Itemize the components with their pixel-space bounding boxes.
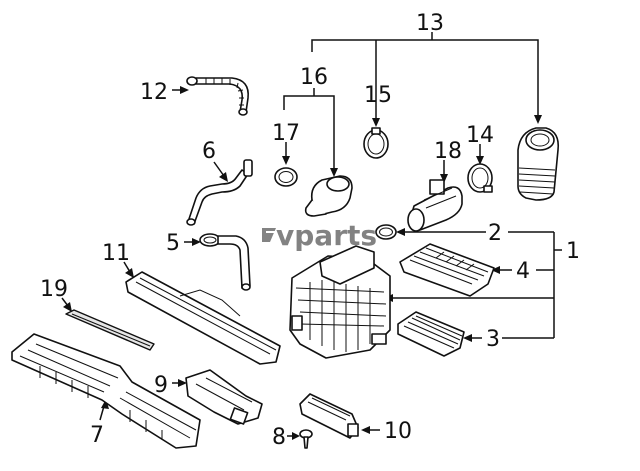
callout-4: 4 bbox=[516, 259, 530, 284]
leader-14 bbox=[476, 144, 484, 165]
part-19-seal-strip[interactable] bbox=[65, 309, 155, 351]
leader-11 bbox=[123, 261, 134, 278]
part-15-hose-clamp[interactable] bbox=[363, 127, 389, 159]
callout-5: 5 bbox=[166, 231, 180, 256]
part-10-intake-snorkel[interactable] bbox=[299, 393, 359, 439]
part-4-air-filter-top[interactable] bbox=[399, 243, 495, 297]
callout-15: 15 bbox=[364, 83, 392, 108]
callout-10: 10 bbox=[384, 419, 412, 444]
vparts-logo-icon bbox=[262, 228, 282, 247]
leader-2 bbox=[396, 228, 486, 236]
callout-12: 12 bbox=[140, 80, 168, 105]
leader-8 bbox=[287, 432, 300, 440]
leader-9 bbox=[172, 379, 187, 387]
part-3-air-filter-bottom[interactable] bbox=[397, 311, 465, 357]
leader-12 bbox=[172, 86, 189, 94]
callout-16: 16 bbox=[300, 65, 328, 90]
callout-14: 14 bbox=[466, 123, 494, 148]
callout-1: 1 bbox=[566, 239, 580, 264]
part-9-mounting-bracket[interactable] bbox=[185, 369, 263, 425]
part-12-breather-hose[interactable] bbox=[186, 76, 249, 116]
callout-6: 6 bbox=[202, 139, 216, 164]
callout-7: 7 bbox=[90, 423, 104, 448]
leader-10 bbox=[361, 426, 380, 434]
part-2-o-ring[interactable] bbox=[375, 224, 397, 240]
part-14-hose-clamp[interactable] bbox=[467, 163, 493, 193]
leader-5 bbox=[184, 238, 201, 246]
part-8-clip-screw[interactable] bbox=[299, 429, 313, 449]
callout-11: 11 bbox=[102, 241, 130, 266]
callout-8: 8 bbox=[272, 425, 286, 450]
leader-18 bbox=[440, 160, 448, 183]
part-7-lower-air-guide[interactable] bbox=[11, 333, 201, 449]
leader-6 bbox=[213, 161, 228, 182]
part-5-intake-pipe[interactable] bbox=[199, 233, 251, 291]
part-18-airflow-sensor[interactable] bbox=[407, 179, 463, 232]
part-11-air-duct-panel[interactable] bbox=[125, 271, 281, 365]
part-6-vent-pipe[interactable] bbox=[186, 159, 253, 226]
part-1-air-cleaner-housing[interactable] bbox=[289, 245, 391, 359]
leader-7 bbox=[99, 399, 109, 421]
watermark-text: vparts bbox=[276, 219, 377, 252]
callout-17: 17 bbox=[272, 121, 300, 146]
callout-9: 9 bbox=[154, 373, 168, 398]
part-16-elbow-connector[interactable] bbox=[304, 175, 353, 217]
callout-2: 2 bbox=[488, 221, 502, 246]
leader-4 bbox=[491, 266, 512, 274]
leader-13 bbox=[311, 32, 542, 127]
callout-3: 3 bbox=[486, 327, 500, 352]
part-13-intake-duct[interactable] bbox=[517, 127, 560, 201]
leader-1 bbox=[384, 231, 562, 339]
callout-19: 19 bbox=[40, 277, 68, 302]
watermark: vparts bbox=[262, 219, 377, 252]
callout-13: 13 bbox=[416, 11, 444, 36]
leader-19 bbox=[61, 297, 72, 312]
leader-17 bbox=[282, 142, 290, 165]
leader-3 bbox=[463, 334, 482, 342]
callout-18: 18 bbox=[434, 139, 462, 164]
leader-16 bbox=[283, 88, 338, 177]
part-17-seal-ring[interactable] bbox=[274, 167, 298, 187]
